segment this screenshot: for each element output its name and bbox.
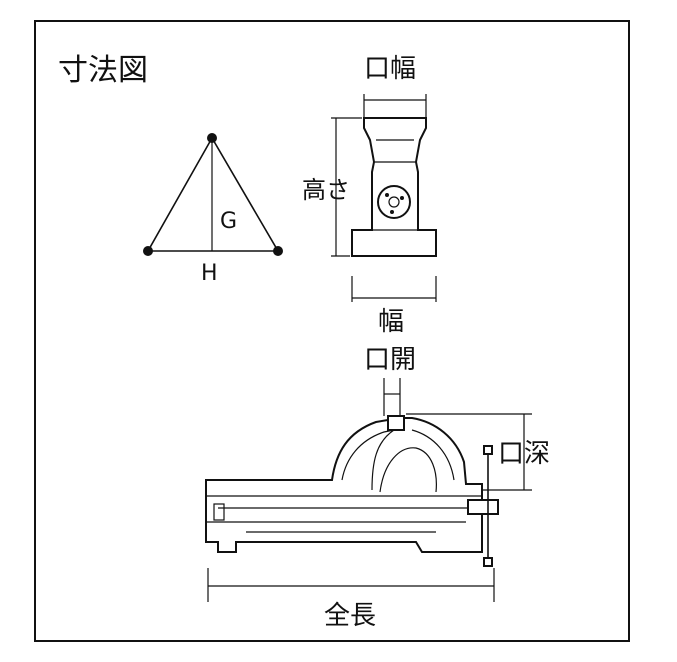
label-h: H [201, 261, 218, 286]
dimension-drawing: 寸法図 G H 口幅 [58, 53, 550, 631]
movable-jaw-arch [411, 429, 455, 481]
screw-nut [213, 503, 225, 521]
vise-side-view: 口開 口深 [205, 345, 550, 631]
triangle-outline [146, 136, 280, 252]
handle-bottom-cap [483, 557, 493, 567]
swivel-bolt-2 [400, 196, 404, 200]
swivel-lock-center [388, 196, 400, 208]
height-label: 高さ [302, 176, 350, 204]
jaw-plate [387, 415, 405, 431]
label-g: G [220, 209, 237, 234]
right-base-point [273, 246, 283, 256]
handle-hub [467, 499, 499, 515]
width-label: 幅 [378, 307, 404, 337]
side-body [205, 417, 483, 553]
jaw-depth-label: 口深 [498, 439, 550, 469]
overall-length-label: 全長 [324, 601, 376, 631]
diagram-frame: 寸法図 G H 口幅 [34, 20, 630, 642]
swivel-lock [377, 185, 411, 219]
left-base-point [143, 246, 153, 256]
jaw-inner-curve [379, 447, 437, 493]
swivel-bolt-3 [390, 210, 394, 214]
diagram-title: 寸法図 [58, 53, 148, 88]
jaw-width-label: 口幅 [364, 54, 416, 84]
swivel-bolt-1 [385, 193, 389, 197]
jaw-opening-label: 口開 [364, 345, 416, 375]
center-of-gravity-triangle: G H [143, 133, 283, 286]
vise-front-view: 口幅 高さ 幅 [302, 54, 437, 337]
apex-point [207, 133, 217, 143]
handle-top-cap [483, 445, 493, 455]
